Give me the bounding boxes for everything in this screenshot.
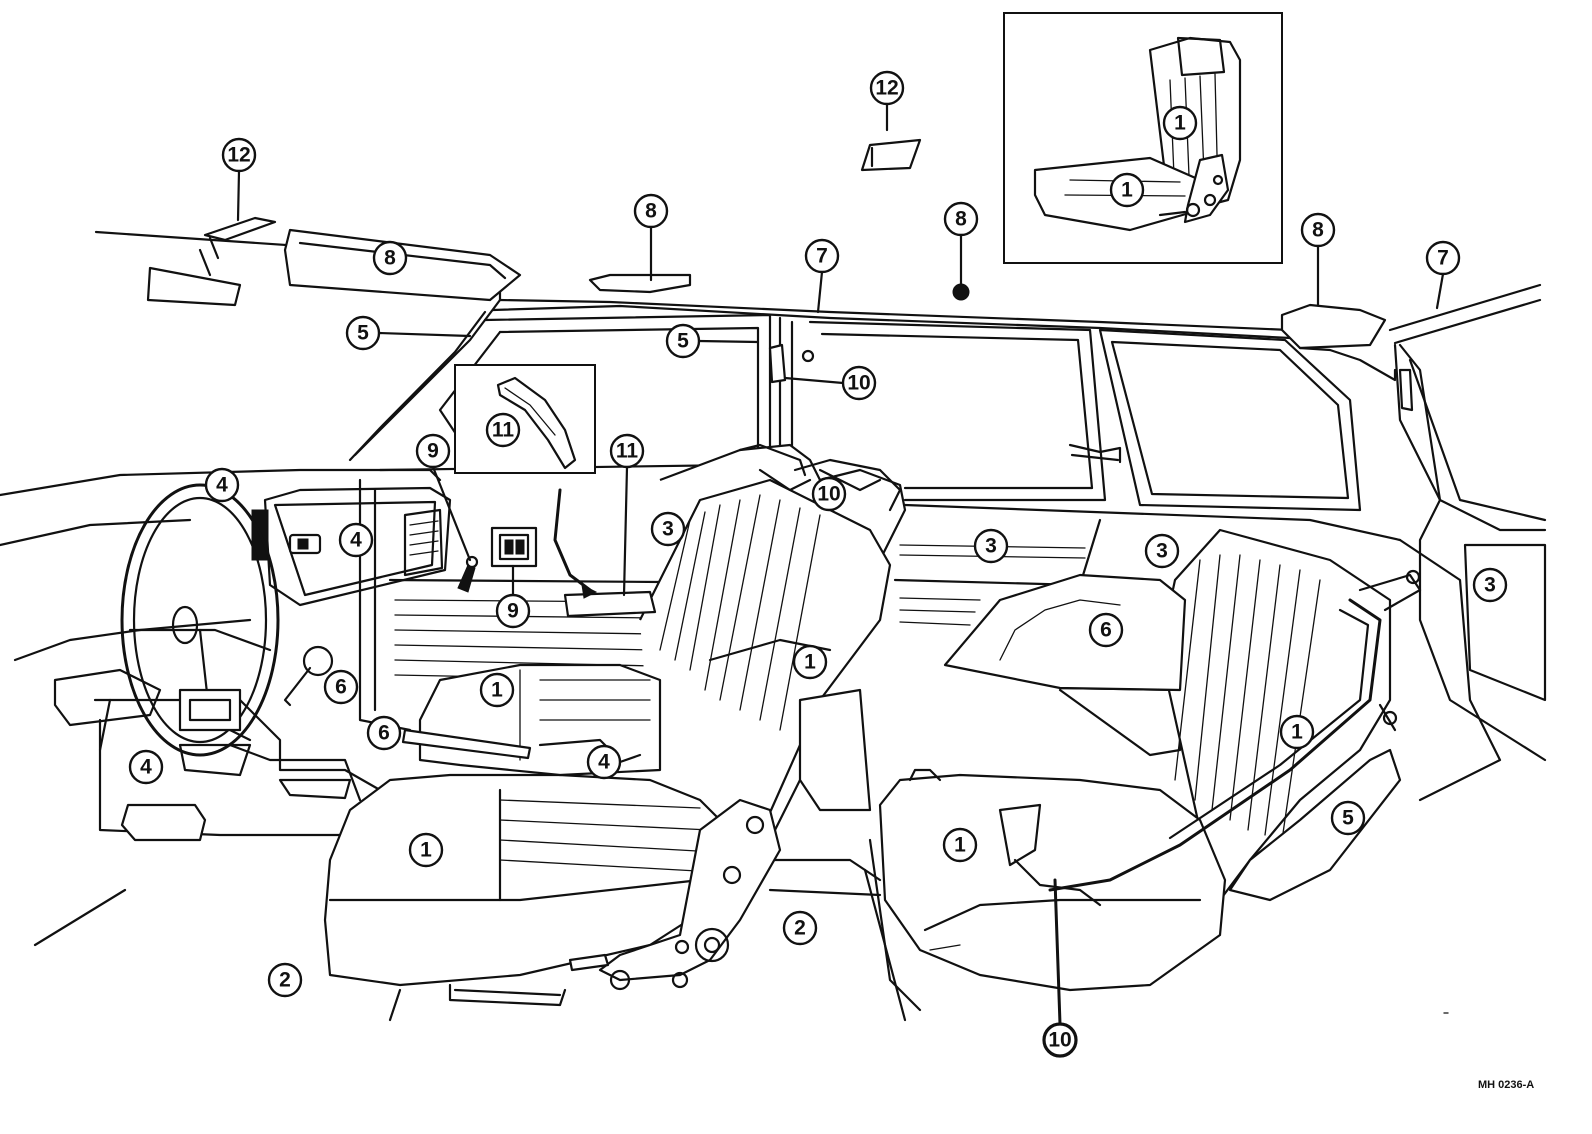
svg-text:4: 4 (140, 756, 152, 779)
callout-2-left: 2 (267, 962, 303, 998)
svg-text:12: 12 (875, 77, 898, 100)
svg-text:5: 5 (677, 330, 689, 353)
callout-1-rear-back: 1 (1279, 714, 1315, 750)
svg-text:5: 5 (1342, 807, 1354, 830)
sun-visor-assembly (146, 216, 522, 307)
door-lock-knob (457, 564, 476, 593)
callout-11-armrest: 11 (609, 433, 645, 597)
svg-text:1: 1 (420, 839, 432, 862)
callout-7-roof: 7 (804, 238, 840, 314)
svg-text:1: 1 (491, 679, 503, 702)
svg-text:11: 11 (492, 419, 515, 442)
svg-text:1: 1 (804, 651, 816, 674)
callout-8-visor: 8 (372, 240, 408, 276)
svg-text:1: 1 (954, 834, 966, 857)
callout-6-floor: 6 (366, 715, 402, 751)
callout-3-front-door: 3 (650, 511, 686, 547)
callout-8-knob: 8 (943, 201, 979, 288)
callout-8-handle: 8 (633, 193, 669, 282)
callout-5-rear: 5 (1330, 800, 1366, 836)
callout-10-belt: 10 (1042, 878, 1078, 1058)
callout-10-hook: 10 (783, 365, 877, 401)
svg-text:10: 10 (1048, 1029, 1071, 1052)
callout-1-rear-left: 1 (479, 672, 515, 708)
svg-text:8: 8 (955, 208, 967, 231)
callout-3-rear-panel: 3 (1472, 567, 1508, 603)
svg-text:10: 10 (847, 372, 870, 395)
callout-7-rear: 7 (1425, 240, 1461, 310)
steering-wheel (120, 483, 280, 777)
callout-6-wheelhouse: 6 (1088, 612, 1124, 648)
rear-seat (878, 528, 1422, 992)
svg-text:4: 4 (598, 751, 610, 774)
instrument-panel (0, 468, 452, 842)
callout-9-knob: 9 (415, 433, 472, 562)
callout-11-inset: 11 (485, 412, 521, 448)
roof-grab-handle (588, 273, 692, 294)
svg-text:2: 2 (794, 917, 806, 940)
callout-10-headrest: 10 (811, 476, 847, 512)
svg-text:6: 6 (1100, 619, 1112, 642)
svg-text:8: 8 (384, 247, 396, 270)
svg-text:12: 12 (227, 144, 250, 167)
callout-1-rear-cushion: 1 (942, 827, 978, 863)
callout-group: 12 12 8 8 8 8 (128, 70, 1508, 1058)
svg-text:8: 8 (645, 200, 657, 223)
svg-text:4: 4 (216, 474, 228, 497)
callout-12-visor: 12 (221, 137, 257, 222)
grab-handle-inset (454, 364, 596, 474)
rear-seat-left (401, 663, 662, 777)
svg-text:6: 6 (378, 722, 390, 745)
svg-text:1: 1 (1174, 112, 1186, 135)
front-seat (323, 443, 907, 1007)
svg-text:3: 3 (662, 518, 674, 541)
svg-text:9: 9 (507, 600, 519, 623)
callout-4-lower: 4 (128, 749, 164, 785)
callout-1-inset-cushion: 1 (1109, 172, 1145, 208)
svg-text:9: 9 (427, 440, 439, 463)
svg-text:1: 1 (1121, 179, 1133, 202)
seat-inset (1003, 12, 1283, 264)
callout-5-door: 5 (665, 323, 760, 359)
coat-hook (768, 343, 787, 384)
callout-3-rear-door: 3 (973, 528, 1009, 564)
svg-text:5: 5 (357, 322, 369, 345)
callout-1-front-back: 1 (792, 644, 828, 680)
callout-1-front-cushion: 1 (408, 832, 444, 868)
callout-8-rear: 8 (1300, 212, 1336, 307)
svg-text:3: 3 (985, 535, 997, 558)
svg-text:11: 11 (616, 440, 639, 463)
svg-text:10: 10 (817, 483, 840, 506)
callout-12-dome: 12 (869, 70, 905, 132)
svg-text:2: 2 (279, 969, 291, 992)
reference-code: MH 0236-A (1478, 1079, 1534, 1091)
front-door-armrest (563, 590, 657, 618)
wheel-house-trim (943, 573, 1187, 692)
window-crank (490, 526, 538, 568)
callout-5-pillar: 5 (345, 315, 472, 351)
callout-4-dash-top: 4 (204, 467, 240, 503)
callout-6-knob: 6 (323, 669, 359, 705)
svg-text:7: 7 (816, 245, 828, 268)
svg-text:8: 8 (1312, 219, 1324, 242)
dome-light-front (860, 138, 922, 172)
callout-2-center: 2 (782, 910, 818, 946)
svg-text:7: 7 (1437, 247, 1449, 270)
rear-roof-console (1280, 303, 1387, 350)
svg-text:6: 6 (335, 676, 347, 699)
svg-text:4: 4 (350, 529, 362, 552)
callout-4-glovebox: 4 (338, 522, 374, 558)
callout-3-quarter: 3 (1144, 533, 1180, 569)
svg-text:3: 3 (1156, 540, 1168, 563)
callout-4-console: 4 (586, 744, 642, 780)
callout-9-crank: 9 (495, 564, 531, 629)
svg-text:1: 1 (1291, 721, 1303, 744)
callout-1-inset-back: 1 (1162, 105, 1198, 141)
svg-text:3: 3 (1484, 574, 1496, 597)
